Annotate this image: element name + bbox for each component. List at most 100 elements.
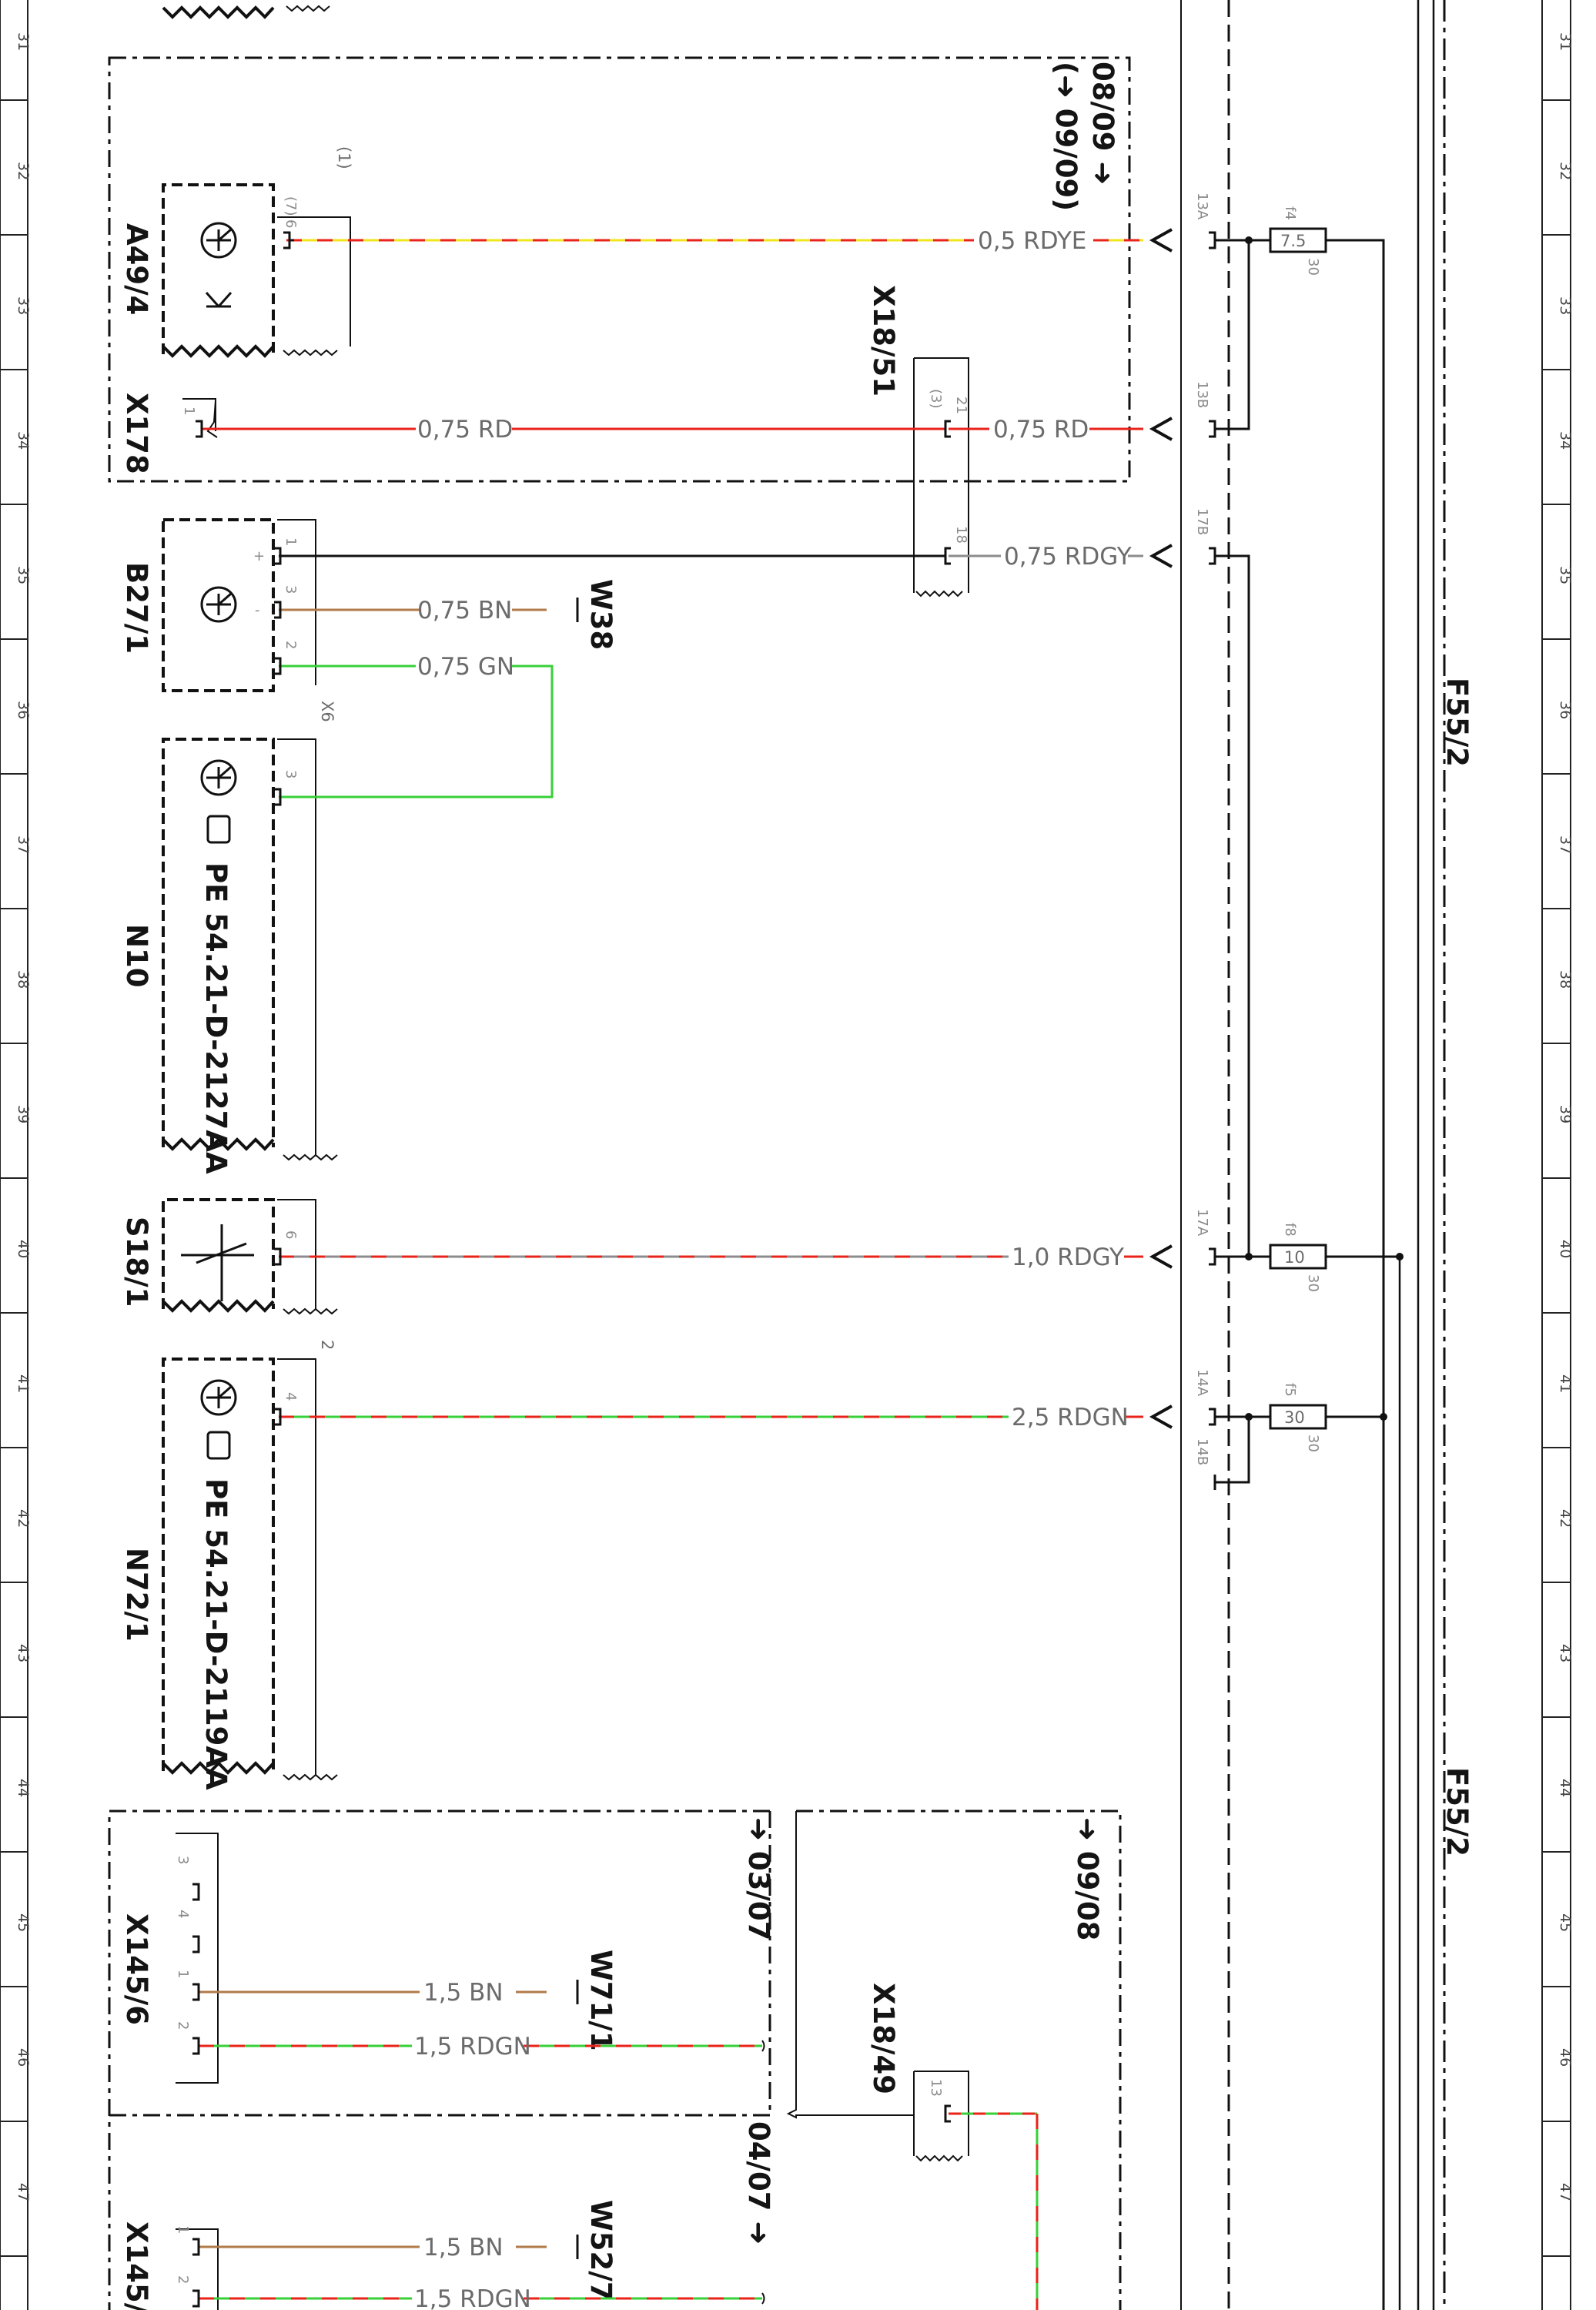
ruler-label: 47 [15, 2183, 32, 2201]
ruler-label: 33 [15, 296, 32, 315]
fuse-block-label: F55/2 [1440, 678, 1474, 767]
s18-1-switch-icon [181, 1224, 254, 1301]
fuse-name: f4 [1282, 206, 1298, 220]
pin-label: 1 [175, 1970, 191, 1978]
vertical-rails [1180, 0, 1446, 2310]
wire-label: 0,75 RDGY [1004, 543, 1132, 571]
ruler-label: 38 [1557, 970, 1574, 989]
fuse-amp: 30 [1305, 258, 1321, 276]
ruler-label: 42 [1557, 1509, 1574, 1528]
component-label: B27/1 [120, 562, 153, 654]
fuse-f8: 10 f8 30 [1269, 1223, 1327, 1292]
wire-labels: 0,5 RDYE 0,75 RD 0,75 RD 0,75 RDGY 0,75 … [414, 227, 1132, 2310]
pin-label: 6 [283, 1230, 299, 1239]
ruler-label: 45 [1557, 1913, 1574, 1932]
ruler-label: 41 [1557, 1374, 1574, 1393]
ruler-label: 40 [15, 1240, 32, 1258]
junction-dots [1245, 236, 1404, 1421]
pin-label: 4 [175, 1910, 191, 1918]
tag-label: X6 [318, 701, 336, 722]
pin-label: 3 [283, 770, 299, 778]
terminal-labels: 13A 13B 17B 17A 14A 14B [1194, 192, 1210, 1465]
page-reference: ➜ 09/08 [1071, 1817, 1104, 1940]
ruler-label: 44 [1557, 1779, 1574, 1797]
page-reference: (➜ 09/09) [1049, 62, 1082, 211]
ruler-label: 31 [15, 32, 32, 51]
pin-label: 6 [283, 219, 299, 228]
group-frames [108, 56, 1131, 2310]
pe-reference: PE 54.21-D-2127AA [199, 862, 233, 1174]
fuse-name: f5 [1282, 1383, 1298, 1397]
wire-label: 1,0 RDGY [1012, 1244, 1124, 1271]
ruler-label: 35 [15, 566, 32, 584]
wire-label: 0,75 RD [417, 416, 513, 444]
ruler-label: 33 [1557, 296, 1574, 315]
n10-module-icon [200, 759, 237, 844]
terminal-label: 13B [1194, 381, 1210, 408]
ruler-label: 46 [1557, 2048, 1574, 2067]
fuse-block-label: F55/2 [1440, 1767, 1474, 1856]
connector-outlines [176, 216, 969, 2310]
ruler-label: 31 [1557, 32, 1574, 51]
component-label: X18/49 [867, 1983, 900, 2094]
ruler-label: 43 [15, 1644, 32, 1662]
ruler-label: 36 [15, 701, 32, 719]
ruler-label: 37 [1557, 835, 1574, 854]
terminal-label: 17A [1194, 1209, 1210, 1237]
ground-label: W71/1 [584, 1950, 617, 2051]
pin-label: 2 [283, 641, 299, 649]
component-label: A49/4 [120, 223, 153, 315]
fuse-f4: 7.5 f4 30 [1269, 206, 1327, 276]
wire-label: 1,5 BN [423, 2234, 504, 2261]
page-reference: 04/07 ➜ [742, 2121, 775, 2245]
ruler-label: 34 [1557, 431, 1574, 450]
ruler-label: 46 [15, 2048, 32, 2067]
fuse-rating: 10 [1284, 1248, 1305, 1267]
note-label: (1) [335, 146, 353, 169]
fuse-f5: 30 f5 30 [1269, 1383, 1327, 1452]
ruler-label: 39 [15, 1105, 32, 1123]
wire-label: 0,75 RD [993, 416, 1089, 444]
pe-reference: PE 54.21-D-2119AA [199, 1478, 233, 1790]
pin-label: 1 [175, 2225, 191, 2234]
pin-label: 1 [181, 407, 197, 415]
terminal-label: 13A [1194, 192, 1210, 220]
wire-label: 1,5 BN [423, 1979, 504, 2007]
left-ruler [0, 0, 28, 2310]
line-ends [761, 2040, 765, 2305]
wire-label: 0,75 BN [417, 597, 512, 624]
pin-label: 2 [175, 2275, 191, 2284]
ruler-label: 37 [15, 835, 32, 854]
ruler-label: 41 [15, 1374, 32, 1393]
component-label: X18/51 [867, 285, 900, 397]
sign-label: + [253, 548, 265, 564]
fuse-rating: 30 [1284, 1408, 1305, 1427]
zigzags [162, 5, 275, 1775]
ground-label: W52/7 [584, 2200, 617, 2302]
ruler-label: 47 [1557, 2183, 1574, 2201]
ruler-label: 42 [15, 1509, 32, 1528]
page-reference: 08/09 ➜ [1086, 62, 1119, 185]
component-label: N10 [120, 924, 153, 987]
pin-label: 18 [953, 526, 969, 544]
fuse-name: f8 [1282, 1223, 1298, 1237]
ruler-label: 43 [1557, 1644, 1574, 1662]
ruler-label: 39 [1557, 1105, 1574, 1123]
fuse-wiring [1213, 239, 1400, 2310]
component-boxes [162, 183, 275, 1771]
page-reference: ➜ 03/07 [742, 1817, 775, 1940]
ruler-label: 35 [1557, 566, 1574, 584]
a49-4-antenna-amp-icon [200, 222, 237, 308]
ruler-numbers: 31 32 33 34 35 36 37 38 39 40 41 42 43 4… [15, 32, 1574, 2201]
pin-numbers: 6 (7) (1) 1 21 (3) 18 1 3 2 + - 3 X6 6 4… [175, 146, 969, 2284]
pin-label: 3 [175, 1856, 191, 1864]
tag-label: 2 [318, 1340, 336, 1350]
ruler-label: 34 [15, 431, 32, 450]
right-ruler [1541, 0, 1571, 2310]
component-label: N72/1 [120, 1548, 153, 1642]
fuse-rating: 7.5 [1280, 232, 1306, 250]
connector-zigzags [915, 590, 963, 2162]
pin-label: 2 [175, 2021, 191, 2030]
pin-label: (7) [283, 196, 299, 216]
